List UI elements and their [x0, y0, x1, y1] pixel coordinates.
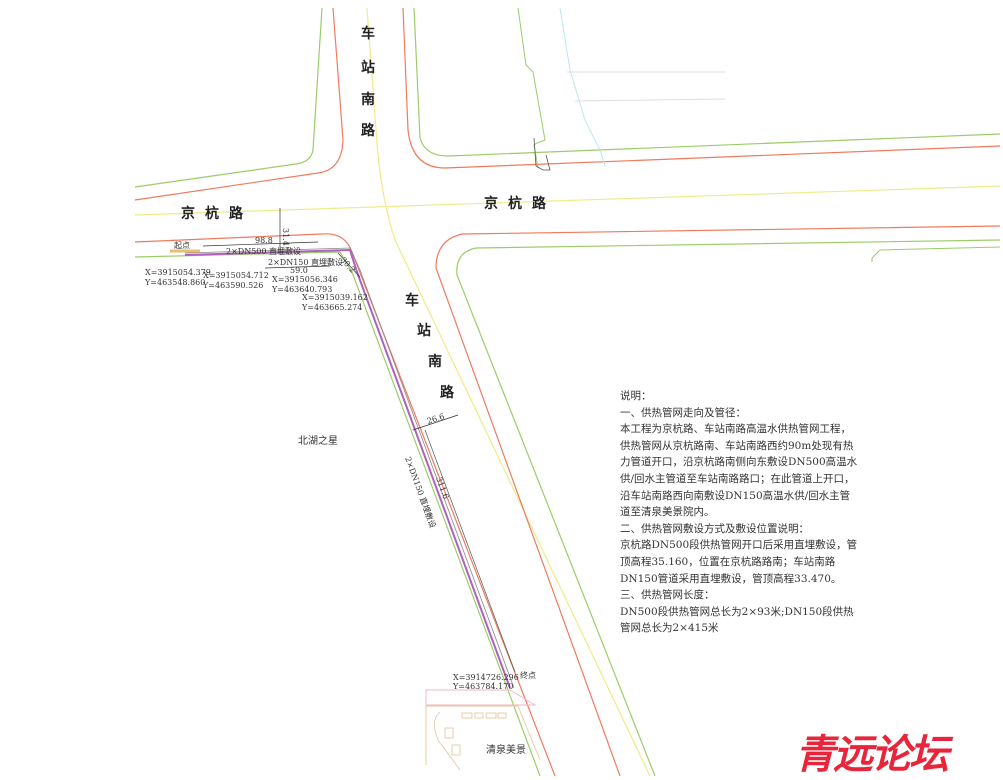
design-notes: 说明： 一、供热管网走向及管径： 本工程为京杭路、车站南路高温水供热管网工程，供…: [620, 388, 860, 637]
notes-paragraph: 本工程为京杭路、车站南路高温水供热管网工程，供热管网从京杭路南、车站南路西约90…: [620, 423, 858, 519]
road-label-north-south-south: 车 站 南 路: [405, 292, 455, 401]
svg-text:南: 南: [361, 91, 375, 108]
sw-red-edge: [134, 233, 556, 776]
place-label-qingquan: 清泉美景: [486, 743, 526, 756]
ne-parcel: [533, 137, 551, 171]
road-label-east-west-east: 京 杭 路: [484, 195, 547, 212]
road-label-north-south-north: 车 站 南 路: [361, 25, 376, 139]
svg-text:路: 路: [361, 122, 376, 139]
ne-green-edge: [413, 7, 1001, 157]
start-marker-label: 起点: [174, 241, 190, 250]
svg-text:站: 站: [361, 59, 375, 76]
svg-text:Y=463548.860: Y=463548.860: [144, 278, 205, 287]
svg-text:杭: 杭: [205, 205, 219, 222]
svg-text:X=3915056.346: X=3915056.346: [272, 275, 338, 284]
svg-text:京: 京: [484, 195, 498, 212]
svg-text:X=3914726.296: X=3914726.296: [453, 673, 519, 682]
svg-text:X=3915039.162: X=3915039.162: [302, 293, 368, 302]
nw-red-edge: [134, 7, 344, 201]
dimension-line: [202, 241, 319, 247]
dimension-value: 59.0: [290, 266, 308, 275]
dimension-value: 31.4: [281, 228, 290, 246]
dimension-value: 26.6: [426, 412, 446, 426]
heating-pipe-offset: [184, 247, 515, 689]
svg-text:X=3915054.712: X=3915054.712: [203, 271, 269, 280]
svg-text:Y=463640.793: Y=463640.793: [271, 285, 332, 294]
dimension-value: 98.8: [255, 236, 273, 245]
svg-text:车: 车: [361, 25, 375, 42]
notes-heading: 一、供热管网走向及管径：: [620, 406, 746, 419]
ne-grey-line: [574, 98, 726, 102]
place-label-beihu: 北湖之星: [298, 434, 338, 447]
road-label-east-west-west: 京 杭 路: [181, 205, 244, 222]
ew-centerline: [134, 185, 1001, 216]
pipe-label-dn500: 2×DN500 直埋敷设: [226, 246, 301, 256]
svg-text:Y=463784.170: Y=463784.170: [452, 682, 513, 691]
notes-paragraph: DN500段供热管网总长为2×93米;DN150段供热管网总长为2×415米: [620, 605, 854, 635]
svg-text:路: 路: [440, 384, 455, 401]
svg-text:车: 车: [405, 292, 419, 309]
dimension-line: [337, 252, 361, 278]
svg-text:京: 京: [181, 205, 195, 222]
end-marker-label: 终点: [520, 670, 536, 680]
notes-heading: 三、供热管网长度：: [620, 589, 715, 602]
svg-text:杭: 杭: [508, 195, 522, 212]
notes-paragraph: 京杭路DN500段供热管网开口后采用直埋敷设，管顶高程35.160，位置在京杭路…: [620, 539, 858, 585]
ne-green-boundary: [517, 7, 546, 169]
ns-centerline: [366, 7, 651, 776]
notes-title: 说明：: [620, 390, 652, 402]
pipe-label-dn150: 2×DN150 直埋敷设: [268, 257, 343, 267]
svg-text:Y=463590.526: Y=463590.526: [202, 281, 263, 290]
se-green-edge: [456, 239, 1001, 776]
svg-text:Y=463665.274: Y=463665.274: [301, 303, 362, 312]
ne-red-edge: [402, 7, 1001, 169]
watermark-logo: 青远论坛: [795, 732, 949, 778]
dimension-line: [412, 414, 459, 431]
svg-text:路: 路: [532, 195, 547, 212]
notes-heading: 二、供热管网敷设方式及敷设位置说明：: [620, 522, 809, 535]
ne-water-line: [559, 7, 606, 167]
heating-pipe: [184, 248, 511, 689]
dimension-line: [264, 265, 331, 269]
svg-text:路: 路: [229, 205, 244, 222]
dimension-line: [424, 429, 516, 673]
destination-site: [425, 689, 541, 771]
nw-green-edge: [134, 7, 323, 188]
svg-text:X=3915054.379: X=3915054.379: [145, 268, 211, 277]
se-red-edge: [435, 225, 1001, 776]
svg-text:南: 南: [428, 353, 442, 370]
se-green-boundary: [871, 246, 1001, 262]
pipe-label-dn150-diagonal: 2×DN150 直埋敷设: [403, 455, 438, 529]
svg-text:站: 站: [417, 322, 431, 339]
